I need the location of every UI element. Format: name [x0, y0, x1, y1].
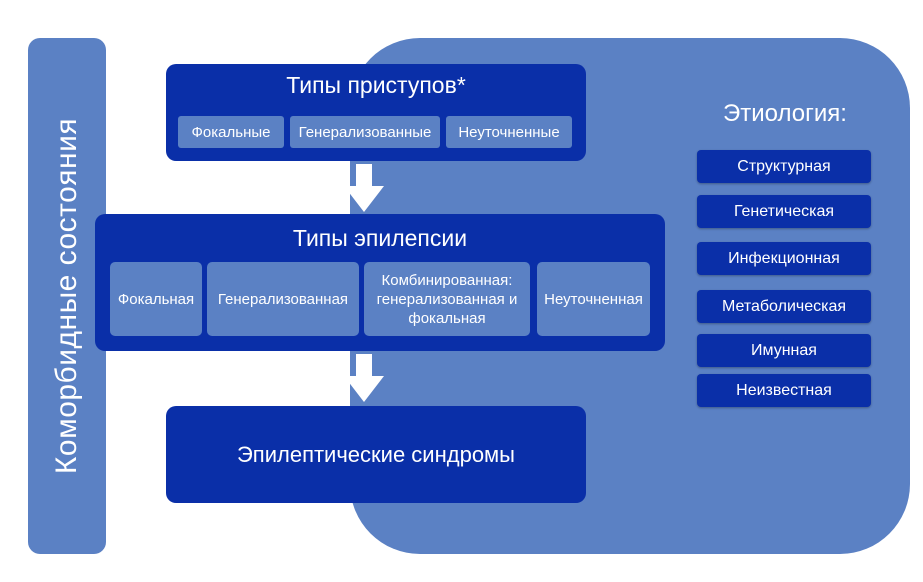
etiology-item-structural: Структурная: [697, 150, 871, 183]
epileptic-syndromes-box: Эпилептические синдромы: [166, 406, 586, 503]
seizure-type-generalized: Генерализованные: [290, 116, 440, 148]
seizure-types-title: Типы приступов*: [286, 72, 466, 98]
epilepsy-type-unspecified: Неуточненная: [537, 262, 650, 336]
seizure-type-focal: Фокальные: [178, 116, 284, 148]
etiology-item-genetic: Генетическая: [697, 195, 871, 228]
comorbidities-bar: Коморбидные состояния: [28, 38, 106, 554]
epilepsy-type-focal: Фокальная: [110, 262, 202, 336]
etiology-item-metabolic: Метаболическая: [697, 290, 871, 323]
down-arrow-icon: [344, 164, 384, 212]
comorbidities-label: Коморбидные состояния: [50, 117, 83, 475]
etiology-title: Этиология:: [723, 100, 847, 127]
epilepsy-types-title: Типы эпилепсии: [292, 225, 468, 251]
etiology-item-immune: Имунная: [697, 334, 871, 367]
down-arrow-icon: [344, 354, 384, 402]
seizure-type-unspecified: Неуточненные: [446, 116, 572, 148]
epilepsy-type-combined: Комбинированная: генерализованная и фока…: [364, 262, 530, 336]
epilepsy-type-generalized: Генерализованная: [207, 262, 359, 336]
etiology-item-infectious: Инфекционная: [697, 242, 871, 275]
etiology-item-unknown: Неизвестная: [697, 374, 871, 407]
